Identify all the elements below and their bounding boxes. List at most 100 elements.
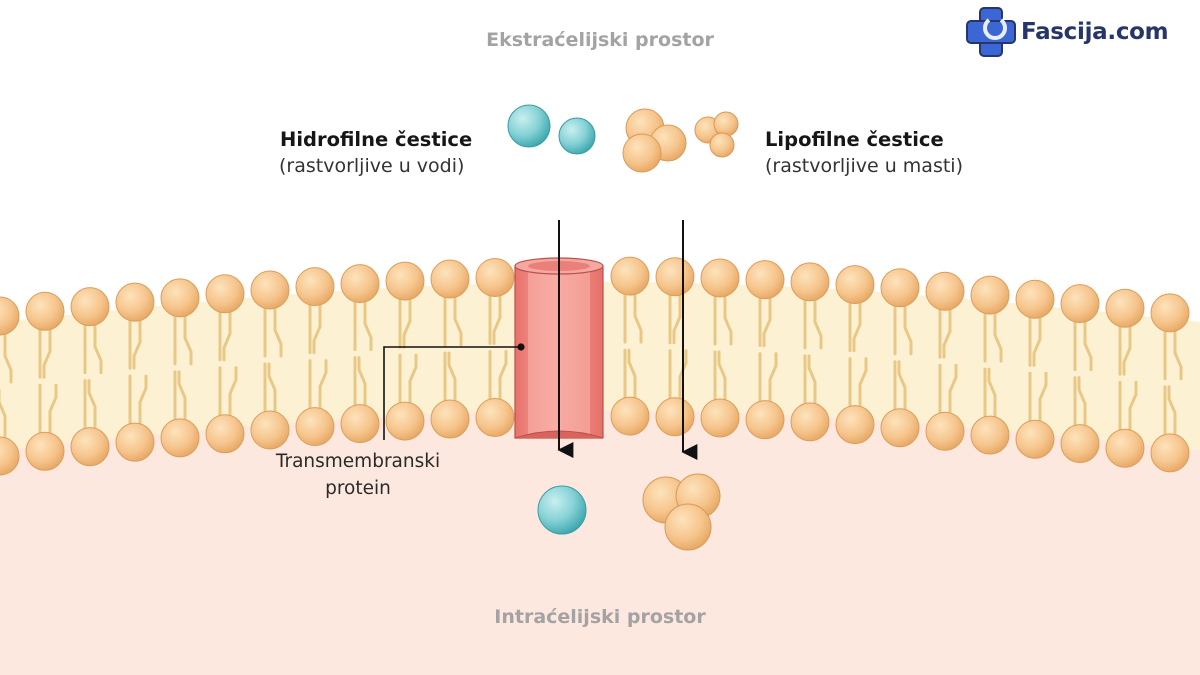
phospholipid-tail-upper — [803, 296, 823, 350]
phospholipid-head-upper — [655, 257, 695, 297]
extracellular-space-label: Ekstraćelijski prostor — [486, 29, 714, 51]
phospholipid-head-upper — [835, 265, 875, 305]
medical-cross-icon — [966, 7, 1016, 57]
phospholipid-head-lower — [115, 422, 155, 462]
phospholipid-tail-lower — [623, 348, 637, 402]
phospholipid-tail-lower — [398, 353, 418, 407]
phospholipid-head-lower — [1060, 424, 1100, 464]
phospholipid-head-upper — [1150, 293, 1190, 333]
phospholipid-heads — [0, 256, 1190, 476]
phospholipid-tail-lower — [308, 359, 328, 413]
phospholipid-head-upper — [745, 260, 785, 300]
phospholipid-tail-upper — [443, 293, 463, 347]
phospholipid-head-upper — [970, 275, 1010, 315]
phospholipid-head-lower — [835, 405, 875, 445]
phospholipid-head-upper — [115, 282, 155, 322]
brand-logo[interactable]: Fascija.com — [965, 6, 1169, 58]
hydrophilic-particle-bottom — [537, 485, 587, 535]
phospholipid-head-lower — [430, 399, 470, 439]
phospholipid-head-lower — [880, 408, 920, 448]
phospholipid-tail-upper — [1118, 322, 1132, 376]
phospholipid-tail-lower — [38, 383, 58, 437]
phospholipid-head-upper — [385, 261, 425, 301]
phospholipid-head-upper — [250, 270, 290, 310]
phospholipid-tail-lower — [263, 362, 277, 416]
lipophilic-cluster-bottom — [642, 473, 721, 551]
phospholipid-head-lower — [205, 414, 245, 454]
phospholipid-head-lower — [0, 436, 20, 476]
lipophilic-cluster-top-large — [622, 108, 687, 173]
phospholipid-head-upper — [160, 278, 200, 318]
phospholipid-tail-lower — [83, 379, 97, 433]
phospholipid-tail-upper — [398, 295, 412, 349]
phospholipid-head-upper — [1060, 284, 1100, 324]
phospholipid-tails — [0, 290, 1183, 442]
phospholipid-head-upper — [475, 258, 515, 298]
phospholipid-tail-upper — [1073, 318, 1093, 372]
phospholipid-tail-upper — [488, 292, 502, 346]
phospholipid-head-upper — [610, 256, 650, 296]
phospholipid-head-upper — [1015, 279, 1055, 319]
phospholipid-head-upper — [925, 271, 965, 311]
phospholipid-tail-upper — [938, 305, 952, 359]
phospholipid-head-lower — [340, 404, 380, 444]
phospholipid-head-upper — [790, 262, 830, 302]
phospholipid-tail-lower — [848, 357, 868, 411]
phospholipid-tail-lower — [803, 354, 817, 408]
phospholipid-tail-upper — [83, 321, 103, 375]
protein-leader-line — [383, 343, 525, 440]
phospholipid-tail-upper — [173, 312, 193, 366]
phospholipid-head-lower — [970, 415, 1010, 455]
phospholipid-tail-lower — [488, 350, 508, 404]
phospholipid-tail-upper — [1163, 327, 1183, 381]
phospholipid-tail-upper — [758, 294, 772, 348]
phospholipid-tail-upper — [623, 290, 643, 344]
lipophilic-particles-subtitle: (rastvorljive u masti) — [765, 155, 963, 177]
phospholipid-head-lower — [250, 410, 290, 450]
phospholipid-tail-upper — [668, 291, 682, 345]
phospholipid-head-lower — [1150, 433, 1190, 473]
phospholipid-tail-upper — [3, 330, 13, 384]
phospholipid-head-lower — [1015, 419, 1055, 459]
phospholipid-tail-upper — [218, 308, 232, 362]
intracellular-space-label: Intraćelijski prostor — [494, 606, 706, 628]
phospholipid-tail-upper — [128, 316, 142, 370]
phospholipid-head-lower — [475, 398, 515, 438]
phospholipid-head-lower — [745, 400, 785, 440]
phospholipid-tail-lower — [713, 350, 727, 404]
phospholipid-tail-upper — [983, 309, 1003, 363]
phospholipid-tail-lower — [128, 374, 148, 428]
phospholipid-tail-lower — [218, 366, 238, 420]
lipophilic-particles-title: Lipofilne čestice — [765, 128, 944, 151]
phospholipid-head-lower — [925, 411, 965, 451]
phospholipid-tail-lower — [893, 360, 907, 414]
phospholipid-head-upper — [0, 296, 20, 336]
phospholipid-head-lower — [700, 398, 740, 438]
phospholipid-tail-lower — [173, 370, 187, 424]
phospholipid-head-lower — [25, 431, 65, 471]
phospholipid-tail-lower — [1118, 380, 1138, 434]
intracellular-background — [0, 410, 1200, 675]
phospholipid-tail-lower — [983, 367, 997, 421]
phospholipid-head-lower — [160, 418, 200, 458]
lipophilic-cluster-top-small — [694, 111, 739, 158]
phospholipid-tail-lower — [758, 352, 778, 406]
phospholipid-tail-upper — [308, 301, 322, 355]
transmembrane-protein-label: Transmembranski protein — [275, 451, 441, 499]
phospholipid-tail-upper — [38, 325, 52, 379]
phospholipid-head-lower — [1105, 428, 1145, 468]
phospholipid-tail-lower — [443, 351, 457, 405]
phospholipid-tail-upper — [848, 299, 862, 353]
phospholipid-head-upper — [430, 259, 470, 299]
hydrophilic-particles-top — [507, 104, 596, 155]
phospholipid-head-upper — [880, 268, 920, 308]
hydrophilic-particles-title: Hidrofilne čestice — [280, 128, 473, 151]
phospholipid-tail-upper — [893, 302, 913, 356]
phospholipid-head-lower — [790, 402, 830, 442]
phospholipid-tail-lower — [1073, 376, 1087, 430]
phospholipid-tail-lower — [1163, 385, 1177, 439]
phospholipid-head-lower — [295, 407, 335, 447]
phospholipid-head-upper — [70, 287, 110, 327]
phospholipid-tail-lower — [938, 363, 958, 417]
